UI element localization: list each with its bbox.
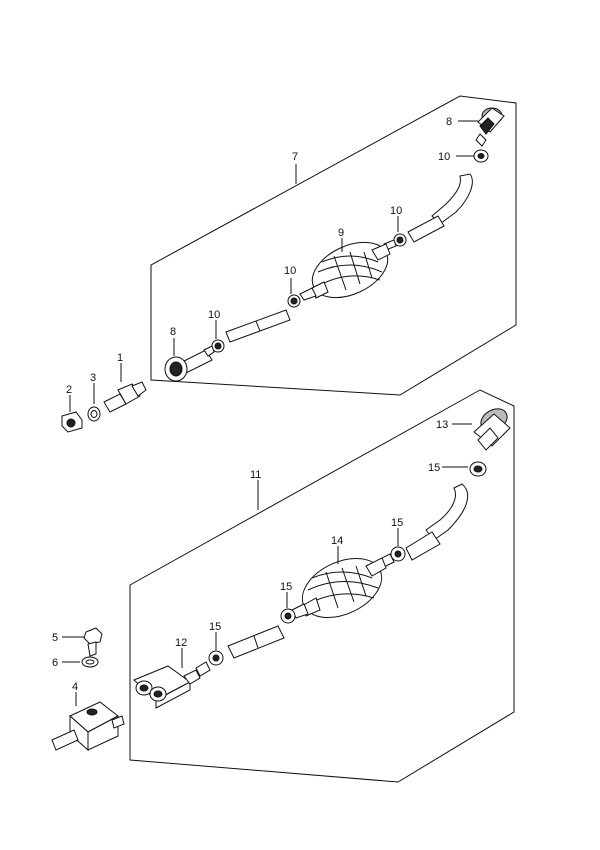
fitting-1[interactable] — [103, 381, 147, 413]
callout-6: 6 — [52, 657, 58, 669]
callout-15-lower: 15 — [209, 621, 221, 633]
callout-12: 12 — [175, 637, 187, 649]
callout-5: 5 — [52, 632, 58, 644]
callout-14: 14 — [331, 535, 343, 547]
hose-lower-short-right — [405, 531, 441, 561]
callout-10-center: 10 — [284, 265, 296, 277]
connector-13[interactable] — [473, 404, 511, 451]
callout-labels: 7 8 10 9 10 10 10 8 1 3 2 11 13 15 14 15… — [52, 116, 452, 693]
clip-10-mid[interactable] — [393, 233, 407, 247]
clip-15-lower[interactable] — [208, 650, 224, 666]
nut-2[interactable] — [61, 411, 83, 433]
clip-10-center[interactable] — [287, 294, 301, 308]
callout-8-top: 8 — [446, 116, 452, 128]
clip-10-lower[interactable] — [211, 339, 225, 353]
callout-4: 4 — [72, 681, 78, 693]
assembly-7-outline — [150, 95, 517, 396]
callout-10-lower: 10 — [208, 309, 220, 321]
assembly-11-group — [129, 389, 515, 783]
callout-1: 1 — [117, 352, 123, 364]
callout-10-mid: 10 — [390, 205, 402, 217]
clip-15-center[interactable] — [280, 608, 296, 624]
callout-3: 3 — [90, 372, 96, 384]
connector-8-top[interactable] — [475, 107, 505, 147]
callout-13: 13 — [436, 419, 448, 431]
clip-10-top[interactable] — [473, 149, 489, 163]
clip-15-top[interactable] — [469, 461, 487, 477]
assembly-7-group — [150, 95, 517, 396]
callout-8-left: 8 — [170, 326, 176, 338]
joint-4[interactable] — [51, 701, 125, 752]
clip-15-mid[interactable] — [390, 546, 406, 562]
washer-3[interactable] — [87, 406, 101, 422]
callout-11: 11 — [250, 469, 261, 481]
hose-lower-curved — [425, 483, 469, 541]
hose-upper-short-right — [407, 215, 445, 243]
primer-bulb-9[interactable] — [299, 231, 396, 308]
connector-12[interactable] — [133, 661, 211, 709]
callout-7: 7 — [292, 151, 298, 163]
primer-bulb-14[interactable] — [291, 547, 391, 630]
bolt-5[interactable] — [83, 627, 103, 657]
connector-8-left[interactable] — [164, 345, 215, 382]
leaders-lower — [62, 423, 472, 706]
hose-upper-curved — [431, 173, 473, 225]
callout-10-top: 10 — [438, 151, 450, 163]
callout-9: 9 — [338, 227, 344, 239]
washer-6[interactable] — [81, 656, 99, 668]
assembly-11-outline — [129, 389, 515, 783]
callout-15-top: 15 — [428, 462, 440, 474]
callout-2: 2 — [66, 384, 72, 396]
callout-15-mid: 15 — [391, 517, 403, 529]
callout-15-center: 15 — [280, 581, 292, 593]
leaders-upper — [69, 120, 478, 412]
